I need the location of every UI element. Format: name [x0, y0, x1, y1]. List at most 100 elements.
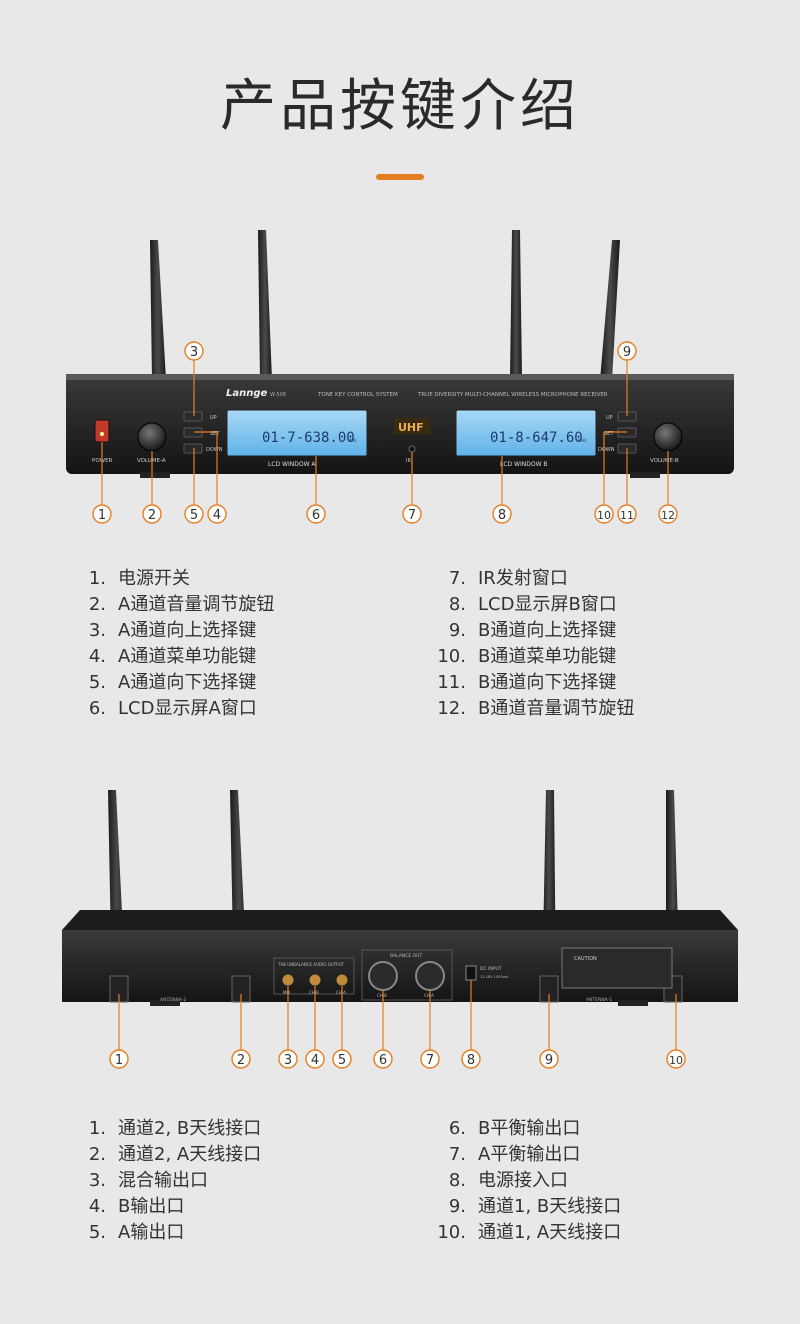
- list-item: 1.通道2, B天线接口: [88, 1118, 262, 1139]
- brand-logo: Lannge: [226, 388, 268, 399]
- volume-a-knob: [137, 422, 167, 452]
- callout-11: 11: [620, 509, 634, 522]
- callout-7: 7: [408, 508, 416, 523]
- list-item: 8.电源接入口: [448, 1170, 568, 1191]
- dc-input-jack: [465, 965, 477, 981]
- antenna-icon: [258, 230, 272, 380]
- rear-panel-figure: ANTENNA-2 ANTENNA-1 THE UNBALANCE AUDIO …: [0, 780, 800, 1080]
- list-item: 9.B通道向上选择键: [448, 620, 617, 641]
- callout-5: 5: [190, 508, 198, 523]
- svg-text:CH-B: CH-B: [309, 990, 319, 995]
- svg-text:UP: UP: [606, 415, 613, 421]
- a-down-button: [183, 443, 203, 454]
- list-item: 2.A通道音量调节旋钮: [88, 594, 275, 615]
- callout-4: 4: [213, 508, 221, 523]
- svg-text:MHz: MHz: [578, 438, 587, 443]
- rear-callout-10: 10: [669, 1054, 683, 1067]
- ch-b-jack: [308, 973, 322, 987]
- lcd-window-b: [455, 409, 597, 457]
- list-item: 10.通道1, A天线接口: [437, 1222, 622, 1243]
- a-up-button: [183, 411, 203, 422]
- system-label: TONE KEY CONTROL SYSTEM: [317, 392, 398, 398]
- list-item: 6.B平衡输出口: [448, 1118, 581, 1139]
- antenna-icon: [600, 240, 620, 380]
- rear-callout-1: 1: [115, 1053, 123, 1068]
- callout-8: 8: [498, 508, 506, 523]
- svg-text:ANTENNA-2: ANTENNA-2: [160, 997, 186, 1003]
- rear-callout-4: 4: [311, 1053, 319, 1068]
- uhf-label: UHF: [398, 421, 424, 434]
- rear-callout-2: 2: [237, 1053, 245, 1068]
- ir-window: [408, 445, 416, 453]
- caution-sticker: [561, 947, 673, 989]
- svg-text:ANTENNA-1: ANTENNA-1: [586, 997, 612, 1003]
- svg-text:SET: SET: [210, 431, 220, 437]
- callout-9: 9: [623, 345, 631, 360]
- svg-text:CH-A: CH-A: [424, 993, 434, 998]
- svg-text:CH-A: CH-A: [336, 990, 346, 995]
- rear-callout-6: 6: [379, 1053, 387, 1068]
- list-item: 10.B通道菜单功能键: [437, 646, 617, 667]
- front-panel-figure: Lannge W-508 TONE KEY CONTROL SYSTEM TRU…: [0, 220, 800, 530]
- callout-1: 1: [98, 508, 106, 523]
- callout-12: 12: [661, 509, 675, 522]
- list-item: 3.A通道向上选择键: [88, 620, 257, 641]
- svg-text:DC INPUT: DC INPUT: [480, 966, 502, 972]
- list-item: 11.B通道向下选择键: [437, 672, 617, 693]
- title-accent-bar: [376, 174, 424, 180]
- antenna-icon: [510, 230, 522, 380]
- front-legend-right: 7.IR发射窗口 8.LCD显示屏B窗口 9.B通道向上选择键 10.B通道菜单…: [430, 566, 634, 722]
- list-item: 5.A输出口: [88, 1222, 185, 1243]
- lcd-window-a: [226, 409, 368, 457]
- rear-callout-9: 9: [545, 1053, 553, 1068]
- list-item: 12.B通道音量调节旋钮: [437, 698, 635, 719]
- svg-text:CH-B: CH-B: [377, 993, 387, 998]
- rear-callout-7: 7: [426, 1053, 434, 1068]
- rear-callout-3: 3: [284, 1053, 292, 1068]
- svg-text:12-18V 1000mA: 12-18V 1000mA: [480, 975, 509, 979]
- svg-text:DOWN: DOWN: [206, 447, 223, 453]
- lcd-a-label: LCD WINDOW A: [268, 461, 316, 468]
- rear-legend-right: 6.B平衡输出口 7.A平衡输出口 8.电源接入口 9.通道1, B天线接口 1…: [430, 1116, 621, 1246]
- callout-2: 2: [148, 508, 156, 523]
- rear-callout-8: 8: [467, 1053, 475, 1068]
- list-item: 1.电源开关: [88, 568, 190, 589]
- ir-label: IR: [406, 458, 411, 464]
- xlr-b-connector: [368, 961, 398, 991]
- list-item: 9.通道1, B天线接口: [448, 1196, 622, 1217]
- svg-text:SET: SET: [604, 431, 614, 437]
- antenna-icon: [150, 240, 166, 380]
- list-item: 3.混合输出口: [88, 1170, 208, 1191]
- ch-a-jack: [335, 973, 349, 987]
- lcd-b-freq: 01-8-647.60: [490, 430, 583, 446]
- list-item: 7.IR发射窗口: [448, 568, 568, 589]
- model-label: W-508: [270, 392, 286, 398]
- callout-10: 10: [597, 509, 611, 522]
- callout-6: 6: [312, 508, 320, 523]
- rear-legend-left: 1.通道2, B天线接口 2.通道2, A天线接口 3.混合输出口 4.B输出口…: [76, 1116, 261, 1246]
- power-switch: [94, 419, 110, 443]
- list-item: 7.A平衡输出口: [448, 1144, 581, 1165]
- svg-text:THE UNBALANCE AUDIO OUTPUT: THE UNBALANCE AUDIO OUTPUT: [277, 962, 344, 967]
- svg-text:MIX: MIX: [283, 990, 291, 995]
- list-item: 4.A通道菜单功能键: [88, 646, 257, 667]
- svg-text:CAUTION: CAUTION: [574, 956, 597, 962]
- mix-jack: [281, 973, 295, 987]
- list-item: 6.LCD显示屏A窗口: [88, 698, 257, 719]
- page-title: 产品按键介绍: [220, 74, 580, 139]
- front-legend-left: 1.电源开关 2.A通道音量调节旋钮 3.A通道向上选择键 4.A通道菜单功能键…: [76, 566, 275, 722]
- xlr-a-connector: [415, 961, 445, 991]
- svg-text:DOWN: DOWN: [598, 447, 615, 453]
- list-item: 2.通道2, A天线接口: [88, 1144, 262, 1165]
- svg-text:MHz: MHz: [348, 438, 357, 443]
- lcd-a-freq: 01-7-638.00: [262, 430, 355, 446]
- volume-b-knob: [653, 422, 683, 452]
- rear-callout-5: 5: [338, 1053, 346, 1068]
- list-item: 8.LCD显示屏B窗口: [448, 594, 617, 615]
- list-item: 5.A通道向下选择键: [88, 672, 257, 693]
- svg-text:BALANCE OUT: BALANCE OUT: [390, 953, 422, 959]
- lcd-b-label: LCD WINDOW B: [500, 461, 548, 468]
- volume-b-label: VOLUME-B: [650, 458, 679, 464]
- svg-text:UP: UP: [210, 415, 217, 421]
- receiver-label: TRUE DIVERSITY MULTI-CHANNEL WIRELESS MI…: [417, 392, 608, 398]
